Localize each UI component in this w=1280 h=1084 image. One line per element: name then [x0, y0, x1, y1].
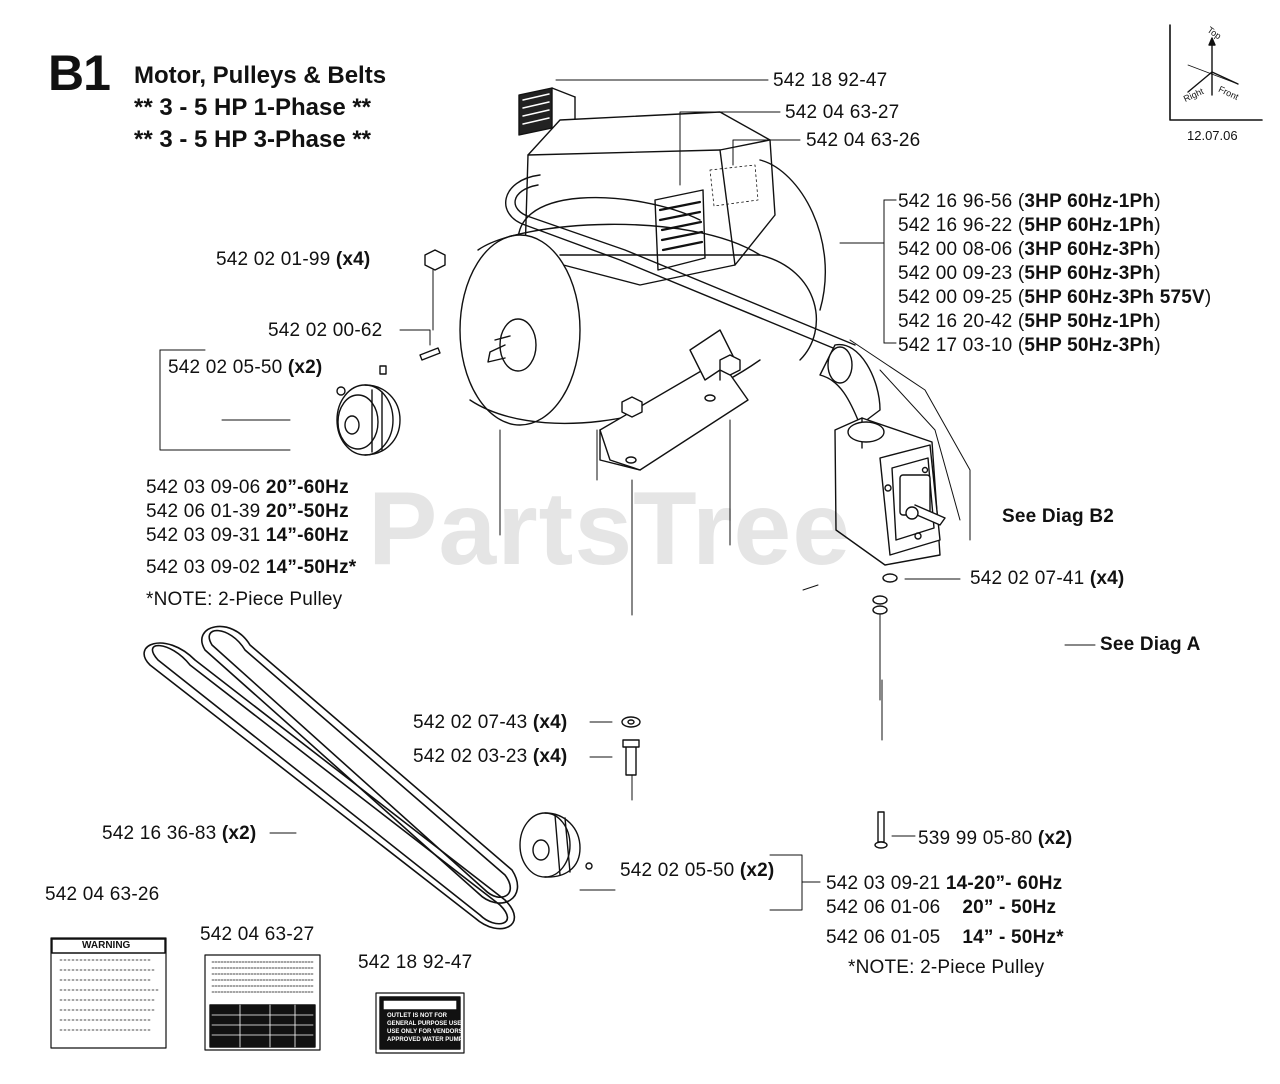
pump-pulley — [519, 812, 593, 878]
page-title: Motor, Pulleys & Belts — [134, 62, 387, 89]
see-diag-b2-link[interactable]: See Diag B2 — [1002, 506, 1115, 527]
see-diag-a-link[interactable]: See Diag A — [1100, 634, 1201, 655]
part-label-setscrew-top[interactable]: 542 02 05-50 (x2) — [168, 357, 323, 378]
motor-part-row[interactable]: 542 00 09-23 (5HP 60Hz-3Ph) — [898, 263, 1161, 284]
part-label-decal-right[interactable]: 542 04 63-26 — [806, 130, 921, 151]
v-belts — [143, 625, 519, 930]
motor-junction-box — [524, 111, 776, 286]
pump-pulley-note: *NOTE: 2-Piece Pulley — [848, 957, 1045, 978]
decal-on-motor — [518, 87, 576, 136]
pulley-part-row[interactable]: 542 06 01-06 20” - 50Hz — [826, 897, 1057, 918]
motor-part-row[interactable]: 542 16 96-56 (3HP 60Hz-1Ph) — [898, 191, 1161, 212]
decal-warning-title: WARNING — [82, 940, 131, 951]
part-label-washer-bottom[interactable]: 542 02 07-43 (x4) — [413, 712, 568, 733]
motor-part-list: 542 16 96-56 (3HP 60Hz-1Ph) 542 16 96-22… — [898, 190, 1211, 358]
part-label-bolt-bottom[interactable]: 542 02 03-23 (x4) — [413, 746, 568, 767]
motor-part-row[interactable]: 542 16 96-22 (5HP 60Hz-1Ph) — [898, 215, 1161, 236]
pulley-part-row[interactable]: 542 03 09-31 14”-60Hz — [146, 525, 349, 546]
switch-screw — [874, 811, 888, 849]
part-label-decal-spec[interactable]: 542 04 63-27 — [200, 924, 315, 945]
part-label-belt[interactable]: 542 16 36-83 (x2) — [102, 823, 257, 844]
set-screw-top — [336, 365, 387, 396]
pump-pulley-part-list: 542 03 09-21 14-20”- 60Hz 542 06 01-06 2… — [826, 872, 1064, 950]
motor-part-row[interactable]: 542 17 03-10 (5HP 50Hz-3Ph) — [898, 335, 1161, 356]
watermark: PartsTree — [368, 471, 852, 587]
part-label-decal-mid[interactable]: 542 04 63-27 — [785, 102, 900, 123]
decal-outlet-art — [375, 992, 465, 1054]
decal-warning-art — [50, 937, 167, 1049]
part-label-nut[interactable]: 542 02 01-99 (x4) — [216, 249, 371, 270]
pulley-part-row[interactable]: 542 06 01-05 14” - 50Hz* — [826, 927, 1064, 948]
page-subtitle-3ph: ** 3 - 5 HP 3-Phase ** — [134, 126, 372, 153]
bolt-and-washer — [621, 716, 641, 776]
motor-pulley-note: *NOTE: 2-Piece Pulley — [146, 589, 343, 610]
pulley-part-row[interactable]: 542 03 09-02 14”-50Hz* — [146, 557, 357, 578]
motor-body — [459, 159, 826, 426]
motor-pulley — [336, 384, 401, 456]
motor-part-row[interactable]: 542 16 20-42 (5HP 50Hz-1Ph) — [898, 311, 1161, 332]
leader-lines — [159, 79, 1096, 911]
conduit — [505, 174, 881, 426]
motor-part-row[interactable]: 542 00 08-06 (3HP 60Hz-3Ph) — [898, 239, 1161, 260]
section-code: B1 — [48, 45, 111, 101]
motor-base-bracket — [599, 329, 749, 471]
pulley-part-row[interactable]: 542 03 09-06 20”-60Hz — [146, 477, 349, 498]
motor-part-row[interactable]: 542 00 09-25 (5HP 60Hz-3Ph 575V) — [898, 287, 1212, 308]
switch-box — [834, 417, 946, 566]
pulley-part-row[interactable]: 542 06 01-39 20”-50Hz — [146, 501, 349, 522]
pulley-part-row[interactable]: 542 03 09-21 14-20”- 60Hz — [826, 873, 1063, 894]
part-label-key[interactable]: 542 02 00-62 — [268, 320, 383, 341]
shaft-key — [419, 347, 441, 361]
hex-nuts — [424, 249, 741, 418]
part-label-decal-warning[interactable]: 542 04 63-26 — [45, 884, 160, 905]
part-label-washer-switch[interactable]: 542 02 07-41 (x4) — [970, 568, 1125, 589]
motor-pulley-part-list: 542 03 09-06 20”-60Hz 542 06 01-39 20”-5… — [146, 476, 356, 580]
page-subtitle-1ph: ** 3 - 5 HP 1-Phase ** — [134, 94, 372, 121]
switch-washers — [872, 573, 898, 615]
decal-spec-table-art — [204, 954, 321, 1051]
decal-outlet-text: OUTLET IS NOT FOR GENERAL PURPOSE USE. U… — [387, 1013, 464, 1043]
part-label-decal-top[interactable]: 542 18 92-47 — [773, 70, 888, 91]
part-label-screw-switch[interactable]: 539 99 05-80 (x2) — [918, 828, 1073, 849]
diagram-date: 12.07.06 — [1187, 128, 1238, 143]
part-label-setscrew-bottom[interactable]: 542 02 05-50 (x2) — [620, 860, 775, 881]
orientation-compass — [1169, 24, 1263, 121]
part-label-decal-outlet[interactable]: 542 18 92-47 — [358, 952, 473, 973]
